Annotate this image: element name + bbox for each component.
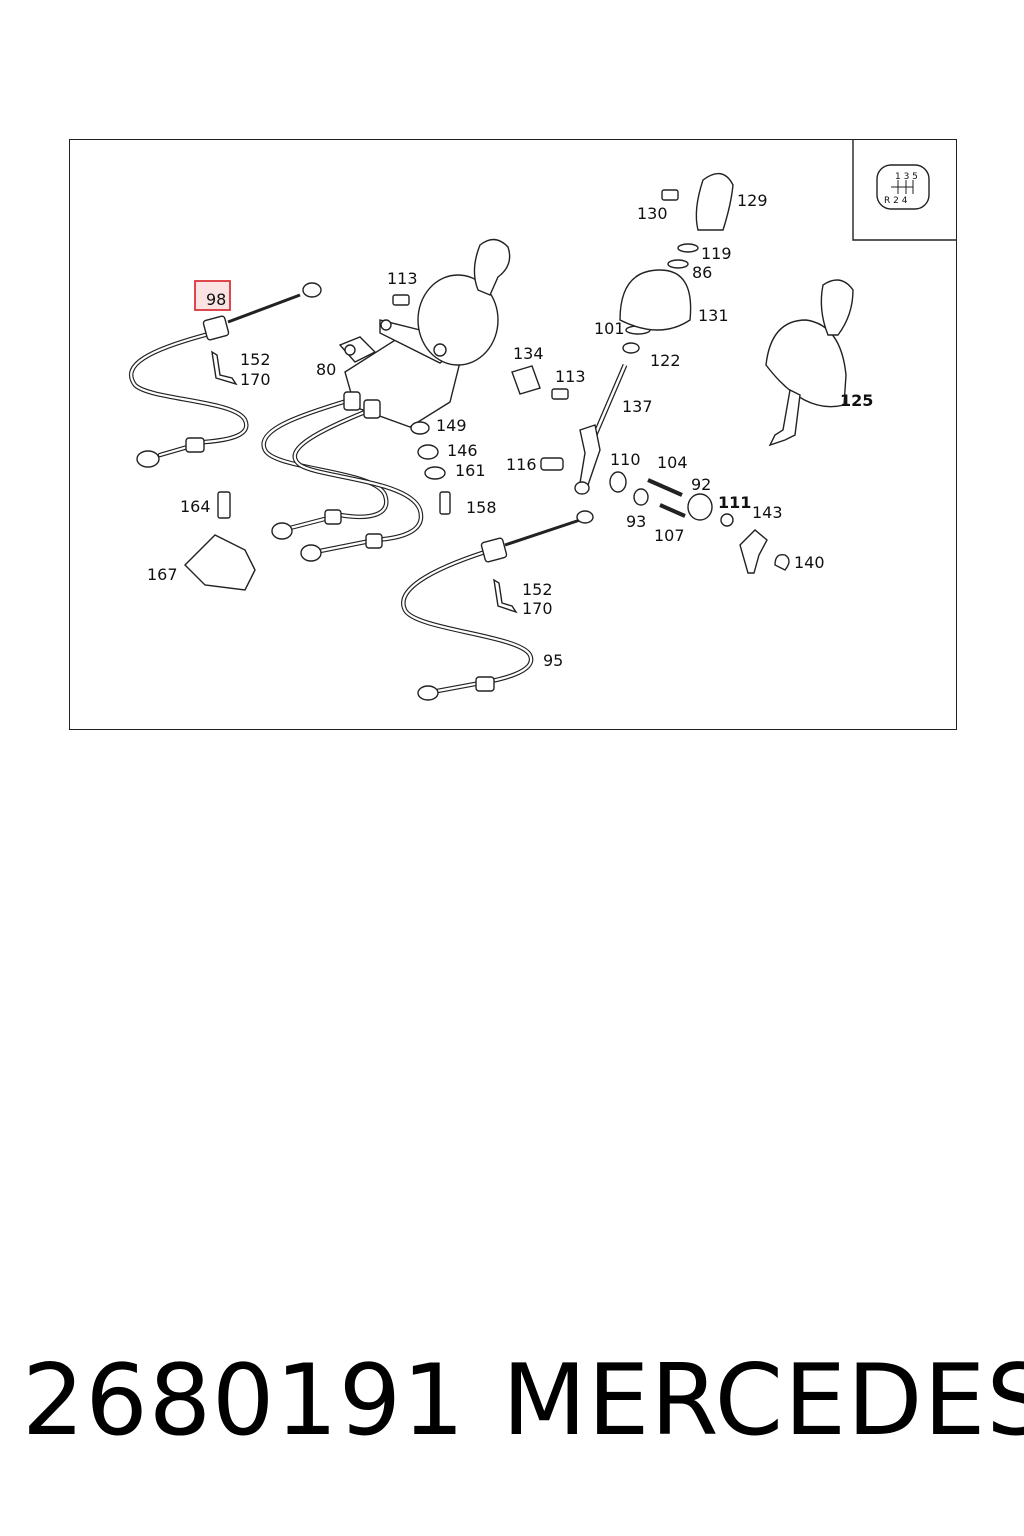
gear-pattern-inset: 1 3 5 R 2 4 bbox=[852, 139, 957, 241]
label-131[interactable]: 131 bbox=[698, 306, 729, 325]
knob-125 bbox=[765, 279, 854, 447]
label-152b[interactable]: 152 bbox=[522, 580, 553, 599]
exploded-parts-diagram: 1 3 5 R 2 4 bbox=[128, 139, 957, 701]
label-167[interactable]: 167 bbox=[147, 565, 178, 584]
label-122[interactable]: 122 bbox=[650, 351, 681, 370]
label-111[interactable]: 111 bbox=[718, 493, 751, 512]
gear-pattern-top: 1 3 5 bbox=[895, 172, 918, 182]
label-161[interactable]: 161 bbox=[455, 461, 486, 480]
label-125[interactable]: 125 bbox=[840, 391, 873, 410]
label-86[interactable]: 86 bbox=[692, 263, 712, 282]
label-95[interactable]: 95 bbox=[543, 651, 563, 670]
gear-pattern-bottom: R 2 4 bbox=[884, 196, 908, 206]
label-98[interactable]: 98 bbox=[206, 290, 226, 309]
part-number: 2680191 bbox=[22, 1344, 466, 1458]
label-119[interactable]: 119 bbox=[701, 244, 732, 263]
label-129[interactable]: 129 bbox=[737, 191, 768, 210]
label-170b[interactable]: 170 bbox=[522, 599, 553, 618]
label-113b[interactable]: 113 bbox=[555, 367, 586, 386]
label-92[interactable]: 92 bbox=[691, 475, 711, 494]
label-134[interactable]: 134 bbox=[513, 344, 544, 363]
label-140[interactable]: 140 bbox=[794, 553, 825, 572]
clip-152-left bbox=[211, 350, 238, 386]
knob-129 bbox=[661, 172, 734, 269]
small-parts bbox=[184, 294, 569, 591]
label-164[interactable]: 164 bbox=[180, 497, 211, 516]
shift-rod-137 bbox=[540, 325, 651, 495]
label-110[interactable]: 110 bbox=[610, 450, 641, 469]
cable-95 bbox=[401, 510, 594, 701]
label-146[interactable]: 146 bbox=[447, 441, 478, 460]
label-113a[interactable]: 113 bbox=[387, 269, 418, 288]
label-116[interactable]: 116 bbox=[506, 455, 537, 474]
shift-housing-80 bbox=[338, 238, 511, 428]
cable-98 bbox=[128, 282, 322, 468]
linkage-parts bbox=[609, 471, 790, 574]
label-149[interactable]: 149 bbox=[436, 416, 467, 435]
knob-131 bbox=[619, 269, 692, 331]
label-170a[interactable]: 170 bbox=[240, 370, 271, 389]
label-137[interactable]: 137 bbox=[622, 397, 653, 416]
highlight-box-98 bbox=[194, 280, 231, 311]
label-152a[interactable]: 152 bbox=[240, 350, 271, 369]
label-158[interactable]: 158 bbox=[466, 498, 497, 517]
label-107[interactable]: 107 bbox=[654, 526, 685, 545]
label-104[interactable]: 104 bbox=[657, 453, 688, 472]
label-130[interactable]: 130 bbox=[637, 204, 668, 223]
label-143[interactable]: 143 bbox=[752, 503, 783, 522]
label-101[interactable]: 101 bbox=[594, 319, 625, 338]
label-80[interactable]: 80 bbox=[316, 360, 336, 379]
cable-pair bbox=[261, 391, 424, 562]
label-93[interactable]: 93 bbox=[626, 512, 646, 531]
diagram-frame bbox=[69, 139, 957, 730]
brand-name: MERCEDES bbox=[502, 1344, 1024, 1458]
